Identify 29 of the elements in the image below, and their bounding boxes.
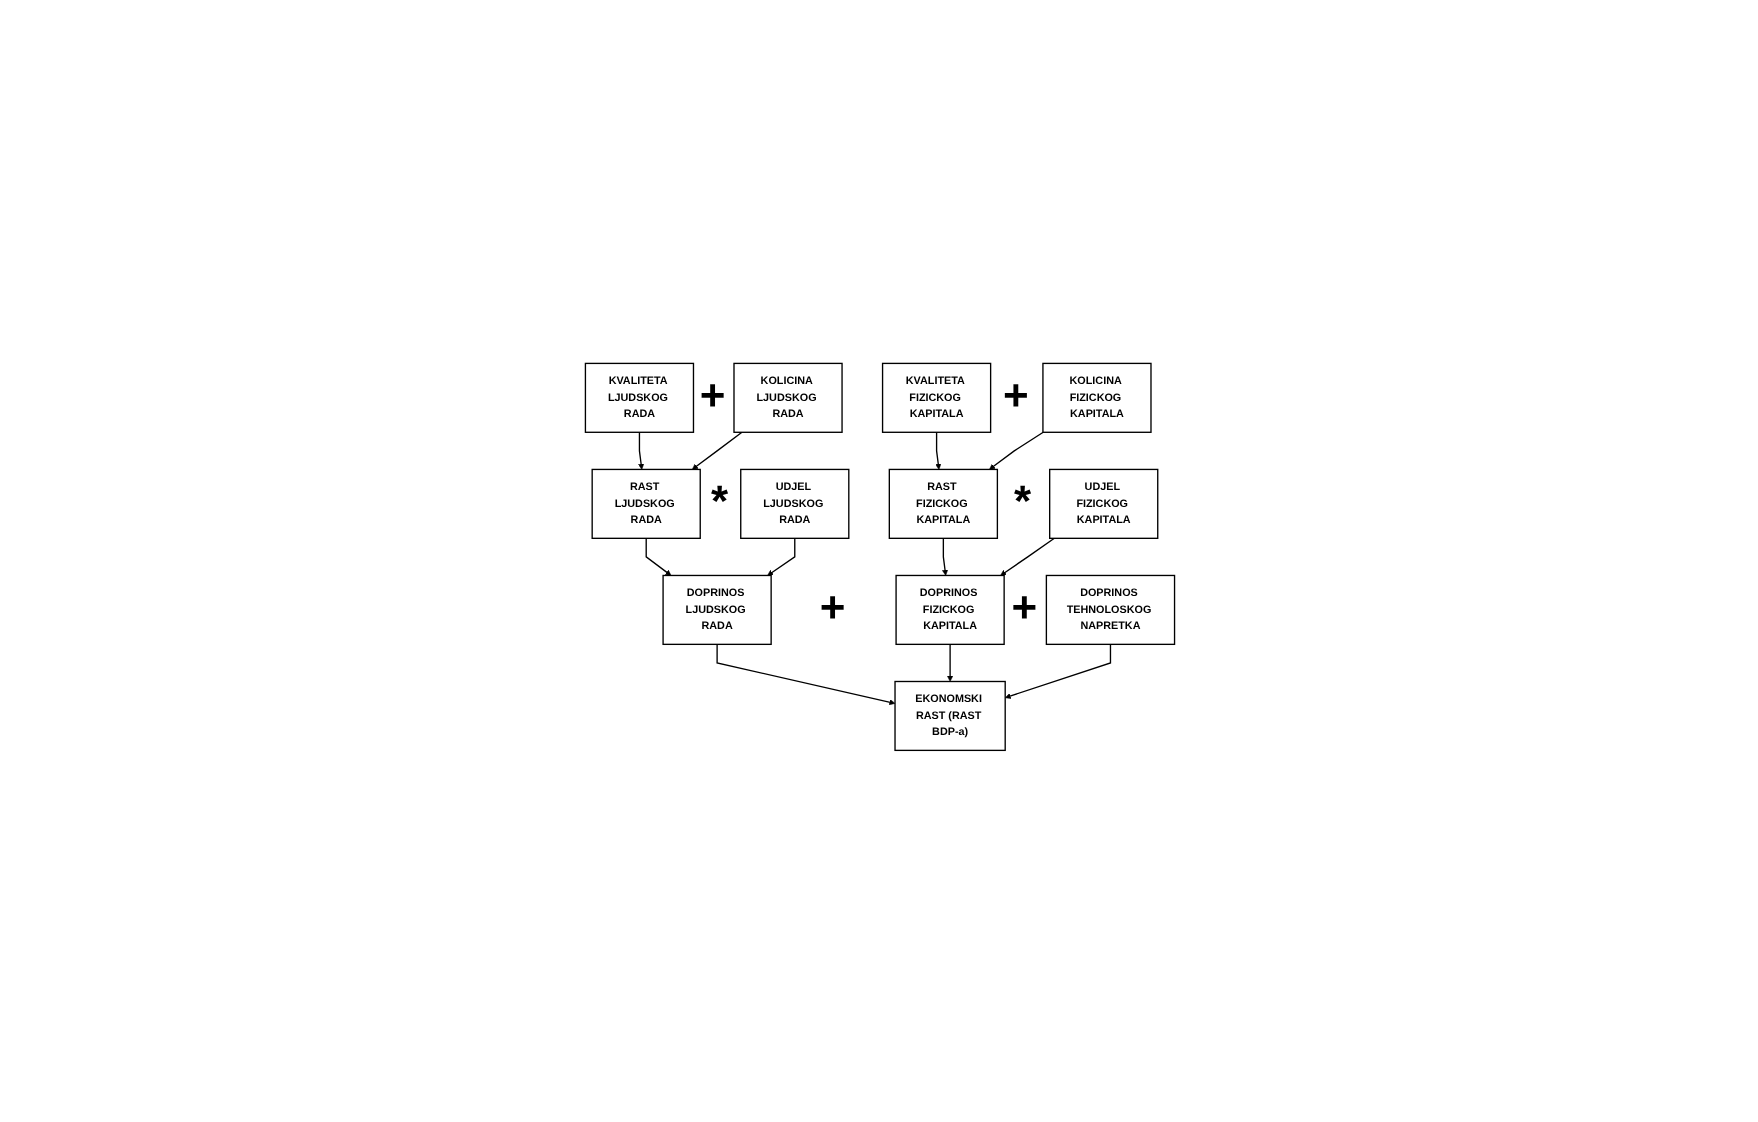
node-box	[887, 467, 998, 539]
arrow	[637, 430, 644, 469]
node-box	[661, 573, 771, 645]
node-box	[732, 361, 842, 433]
arrow	[999, 536, 1055, 575]
node-box	[894, 573, 1004, 645]
arrow	[941, 536, 947, 575]
arrow	[715, 642, 895, 705]
multiply-sign: *	[1013, 480, 1032, 525]
arrow	[1003, 642, 1111, 698]
node-box	[583, 361, 694, 433]
node-box	[893, 679, 1005, 751]
plus-sign: +	[699, 374, 726, 419]
arrow	[946, 642, 953, 681]
node-box	[880, 361, 991, 433]
node-box	[1041, 361, 1151, 433]
plus-sign: +	[819, 586, 846, 631]
node-box	[1048, 467, 1158, 539]
node-box	[739, 467, 849, 539]
arrow	[691, 430, 742, 469]
node-box	[1044, 573, 1175, 645]
node-box	[590, 467, 700, 539]
arrow	[644, 536, 671, 575]
arrow	[766, 536, 795, 575]
plus-sign: +	[1011, 586, 1038, 631]
multiply-sign: *	[710, 480, 729, 525]
arrow	[934, 430, 941, 469]
plus-sign: +	[1002, 374, 1029, 419]
arrow	[988, 430, 1043, 469]
